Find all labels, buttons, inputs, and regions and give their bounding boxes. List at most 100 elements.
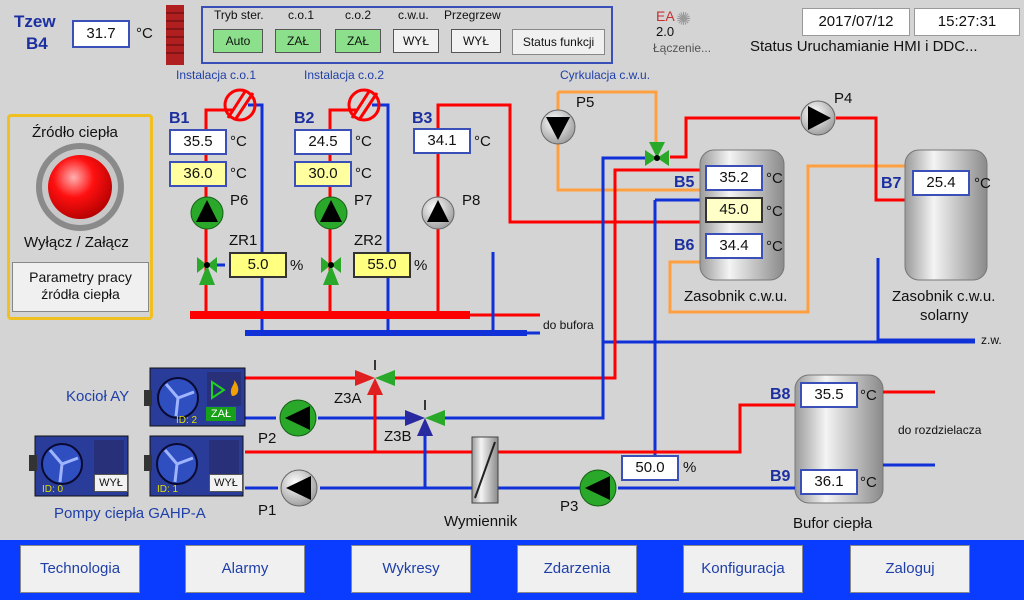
b2-setpoint[interactable]: 30.0	[294, 161, 352, 187]
mode-label-overheat: Przegrzew	[444, 8, 501, 22]
mode-cwu-button[interactable]: WYŁ	[393, 29, 439, 53]
outdoor-label: Tzew	[14, 12, 56, 31]
b8-value: 35.5	[800, 382, 858, 408]
mode-control-button[interactable]: Auto	[213, 29, 263, 53]
chimney-icon	[166, 5, 184, 65]
mode-co1-button[interactable]: ZAŁ	[275, 29, 321, 53]
zr1-position[interactable]: 5.0	[229, 252, 287, 278]
pump-icon	[540, 109, 576, 145]
outdoor-temp-unit: °C	[136, 25, 153, 42]
heat-exchanger-icon	[471, 436, 499, 504]
pump-icon	[421, 196, 455, 230]
to-buffer-label: do bufora	[543, 318, 594, 332]
boiler-icon	[144, 367, 246, 427]
nav-technology[interactable]: Technologia	[20, 545, 140, 593]
pump-icon	[800, 100, 836, 136]
circulation-label: Cyrkulacja c.w.u.	[560, 68, 651, 82]
nav-alarms[interactable]: Alarmy	[185, 545, 305, 593]
status-functions-button[interactable]: Status funkcji	[512, 29, 605, 55]
nav-login[interactable]: Zaloguj	[850, 545, 970, 593]
b1-label: B1	[169, 110, 190, 127]
nav-configuration[interactable]: Konfiguracja	[683, 545, 803, 593]
status-text: Status Uruchamianie HMI i DDC...	[750, 38, 978, 55]
b9-label: B9	[770, 468, 791, 485]
outdoor-sensor-label: B4	[26, 34, 48, 53]
z3a-label: Z3A	[334, 390, 362, 407]
b6-value: 34.4	[705, 233, 763, 259]
b7-label: B7	[881, 175, 902, 192]
heat-source-title: Źródło ciepła	[32, 124, 118, 141]
b8-unit: °C	[860, 387, 877, 404]
nav-charts[interactable]: Wykresy	[351, 545, 471, 593]
pump-icon	[280, 469, 318, 507]
co2-title: Instalacja c.o.2	[304, 68, 385, 82]
heat-pumps-label: Pompy ciepła GAHP-A	[54, 505, 206, 522]
distribution-label: do rozdzielacza	[898, 423, 982, 437]
p3-speed-unit: %	[683, 459, 697, 476]
solar-tank-label: Zasobnik c.w.u.	[892, 288, 996, 305]
three-way-valve-icon	[355, 370, 395, 395]
p2-label: P2	[258, 430, 277, 447]
zr2-position[interactable]: 55.0	[353, 252, 411, 278]
b5-unit: °C	[766, 170, 783, 187]
zr2-label: ZR2	[354, 232, 383, 249]
b1-setpoint-unit: °C	[230, 165, 247, 182]
b7-unit: °C	[974, 175, 991, 192]
nav-events[interactable]: Zdarzenia	[517, 545, 637, 593]
connecting-text: Łączenie...	[653, 41, 712, 55]
b1-unit: °C	[230, 133, 247, 150]
source-params-line2: źródła ciepła	[41, 286, 120, 302]
mode-label-cwu: c.w.u.	[398, 8, 429, 22]
pump-icon	[579, 469, 617, 507]
p6-label: P6	[230, 192, 249, 209]
pump-icon	[190, 196, 224, 230]
b8-label: B8	[770, 386, 791, 403]
b3-label: B3	[412, 110, 433, 127]
mode-label-control: Tryb ster.	[214, 8, 264, 22]
p8-label: P8	[462, 192, 481, 209]
pump-icon	[279, 399, 317, 437]
b5-value: 35.2	[705, 165, 763, 191]
p3-label: P3	[560, 498, 579, 515]
three-way-valve-icon	[645, 142, 669, 166]
b9-value: 36.1	[800, 469, 858, 495]
boiler-label: Kocioł AY	[66, 388, 130, 405]
pump-icon	[314, 196, 348, 230]
b1-setpoint[interactable]: 36.0	[169, 161, 227, 187]
heat-source-panel	[7, 114, 153, 320]
date-display: 2017/07/12	[802, 8, 910, 36]
heat-pump-icon	[144, 435, 244, 497]
source-lamp-icon	[36, 143, 124, 231]
source-toggle-label[interactable]: Wyłącz / Załącz	[24, 234, 129, 251]
b6-label: B6	[674, 237, 695, 254]
p5-label: P5	[576, 94, 595, 111]
b7-value: 25.4	[912, 170, 970, 196]
solar-tank-label-2: solarny	[920, 307, 969, 324]
b2-setpoint-unit: °C	[355, 165, 372, 182]
mode-overheat-button[interactable]: WYŁ	[451, 29, 501, 53]
zr1-unit: %	[290, 257, 304, 274]
b5-setpoint-unit: °C	[766, 203, 783, 220]
source-params-button[interactable]: Parametry pracy źródła ciepła	[12, 262, 149, 312]
logo-version: 2.0	[656, 24, 675, 39]
mode-label-co1: c.o.1	[288, 8, 315, 22]
b2-value: 24.5	[294, 129, 352, 155]
zr2-unit: %	[414, 257, 428, 274]
hp0-id: ID: 0	[42, 484, 64, 495]
boiler-state: ZAŁ	[206, 407, 236, 421]
hp1-state: WYŁ	[209, 474, 243, 492]
hp1-id: ID: 1	[157, 484, 179, 495]
b5-label: B5	[674, 174, 695, 191]
b2-label: B2	[294, 110, 315, 127]
b5-setpoint[interactable]: 45.0	[705, 197, 763, 223]
b2-unit: °C	[355, 133, 372, 150]
exchanger-label: Wymiennik	[444, 513, 518, 530]
radiator-icon	[223, 88, 381, 122]
three-way-valve-icon	[321, 257, 341, 285]
mode-co2-button[interactable]: ZAŁ	[335, 29, 381, 53]
b3-unit: °C	[474, 133, 491, 150]
boiler-id: ID: 2	[176, 415, 198, 426]
p3-speed[interactable]: 50.0	[621, 455, 679, 481]
three-way-valve-icon	[405, 410, 445, 436]
b1-value: 35.5	[169, 129, 227, 155]
